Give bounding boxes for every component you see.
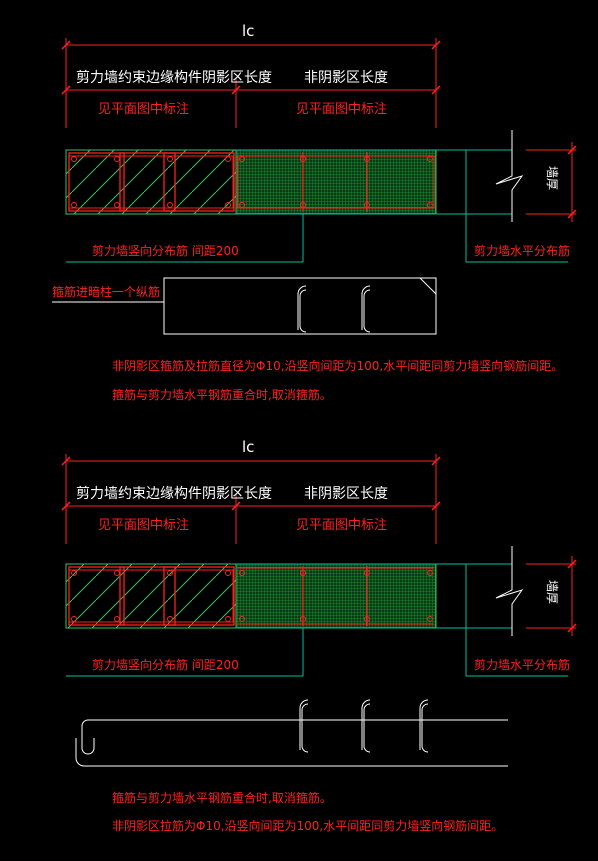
top-wall-thickness-label: 墙厚 xyxy=(545,166,559,190)
bottom-lc-label: lc xyxy=(242,438,254,456)
bottom-header-right: 非阴影区长度 xyxy=(304,486,388,502)
top-header-right: 非阴影区长度 xyxy=(304,70,388,86)
bottom-bar-detail xyxy=(75,699,508,767)
bottom-note-left: 见平面图中标注 xyxy=(98,518,189,533)
bottom-note-2: 非阴影区拉筋为Φ10,沿竖向间距为100,水平间距同剪力墙竖向钢筋间距。 xyxy=(112,818,503,833)
top-header-left: 剪力墙约束边缘构件阴影区长度 xyxy=(76,70,272,86)
top-lc-label: lc xyxy=(242,22,254,40)
top-wall-section: 墙厚 xyxy=(65,130,577,263)
bottom-header-left: 剪力墙约束边缘构件阴影区长度 xyxy=(76,486,272,502)
bottom-wall-section: 墙厚 xyxy=(65,546,577,677)
top-note-1: 非阴影区箍筋及拉筋直径为Φ10,沿竖向间距为100,水平间距同剪力墙竖向钢筋间距… xyxy=(112,358,563,373)
bottom-label-horizontal: 剪力墙水平分布筋 xyxy=(474,657,570,672)
top-detail: lc 剪力墙约束边缘构件阴影区长度 非阴影区长度 见平面图中标注 见平面图中标注 xyxy=(52,22,577,402)
top-note-right: 见平面图中标注 xyxy=(296,102,387,117)
top-label-horizontal: 剪力墙水平分布筋 xyxy=(474,243,570,258)
top-label-vertical: 剪力墙竖向分布筋 间距200 xyxy=(92,243,239,258)
top-note-left: 见平面图中标注 xyxy=(98,102,189,117)
bottom-label-vertical: 剪力墙竖向分布筋 间距200 xyxy=(92,657,239,672)
top-label-hook: 箍筋进暗柱一个纵筋 xyxy=(52,284,160,299)
bottom-note-1: 箍筋与剪力墙水平钢筋重合时,取消箍筋。 xyxy=(112,790,332,805)
bottom-detail: lc 剪力墙约束边缘构件阴影区长度 非阴影区长度 见平面图中标注 见平面图中标注 xyxy=(61,438,577,833)
bottom-note-right: 见平面图中标注 xyxy=(296,518,387,533)
top-note-2: 箍筋与剪力墙水平钢筋重合时,取消箍筋。 xyxy=(112,387,332,402)
top-hook-detail: 箍筋进暗柱一个纵筋 xyxy=(52,277,437,335)
bottom-wall-thickness-label: 墙厚 xyxy=(545,580,559,604)
